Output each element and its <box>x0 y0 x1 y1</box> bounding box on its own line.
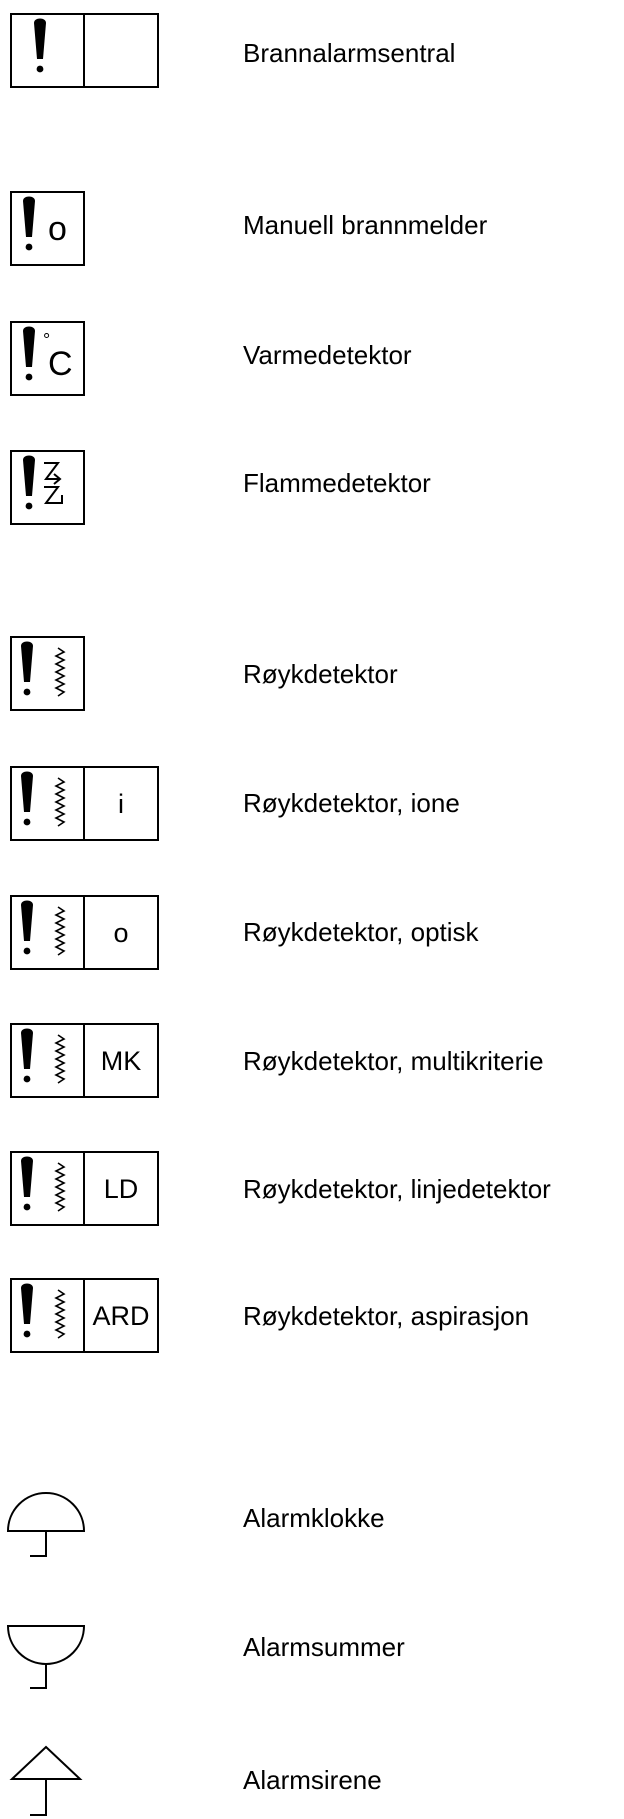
aspiration-code: ARD <box>92 1301 149 1331</box>
fire-alarm-panel-icon <box>0 12 170 92</box>
multi-code: MK <box>101 1046 142 1076</box>
flame-detector-icon <box>0 449 100 529</box>
smoke-detector-label: Røykdetektor <box>243 659 398 689</box>
smoke-detector-multi-icon: MK <box>0 1022 170 1102</box>
smoke-detector-icon <box>0 635 100 715</box>
smoke-detector-line-icon: LD <box>0 1150 170 1230</box>
fire-alarm-panel-label: Brannalarmsentral <box>243 38 456 68</box>
alarm-bell-label: Alarmklokke <box>243 1503 385 1533</box>
heat-detector-icon: ° C <box>0 320 100 400</box>
celsius-glyph: C <box>48 345 73 383</box>
optical-code: o <box>113 918 128 948</box>
smoke-detector-optical-icon: o <box>0 894 170 974</box>
manual-call-point-icon: o <box>0 190 100 270</box>
alarm-siren-icon <box>0 1745 100 1819</box>
smoke-detector-aspiration-icon: ARD <box>0 1277 170 1357</box>
smoke-detector-aspiration-label: Røykdetektor, aspirasjon <box>243 1301 530 1331</box>
smoke-detector-ion-icon: i <box>0 765 170 845</box>
manual-call-point-label: Manuell brannmelder <box>243 210 488 240</box>
alarm-buzzer-icon <box>0 1614 100 1694</box>
alarm-buzzer-label: Alarmsummer <box>243 1632 405 1662</box>
smoke-detector-optical-label: Røykdetektor, optisk <box>243 917 479 947</box>
alarm-siren-label: Alarmsirene <box>243 1765 382 1795</box>
smoke-detector-multi-label: Røykdetektor, multikriterie <box>243 1046 544 1076</box>
degree-glyph: ° <box>43 330 50 350</box>
smoke-detector-ion-label: Røykdetektor, ione <box>243 788 460 818</box>
smoke-detector-line-label: Røykdetektor, linjedetektor <box>243 1174 551 1204</box>
line-code: LD <box>104 1174 139 1204</box>
manual-call-point-glyph: o <box>48 210 67 248</box>
heat-detector-label: Varmedetektor <box>243 340 412 370</box>
ion-code: i <box>118 789 124 819</box>
alarm-bell-icon <box>0 1490 100 1560</box>
flame-detector-label: Flammedetektor <box>243 468 431 498</box>
